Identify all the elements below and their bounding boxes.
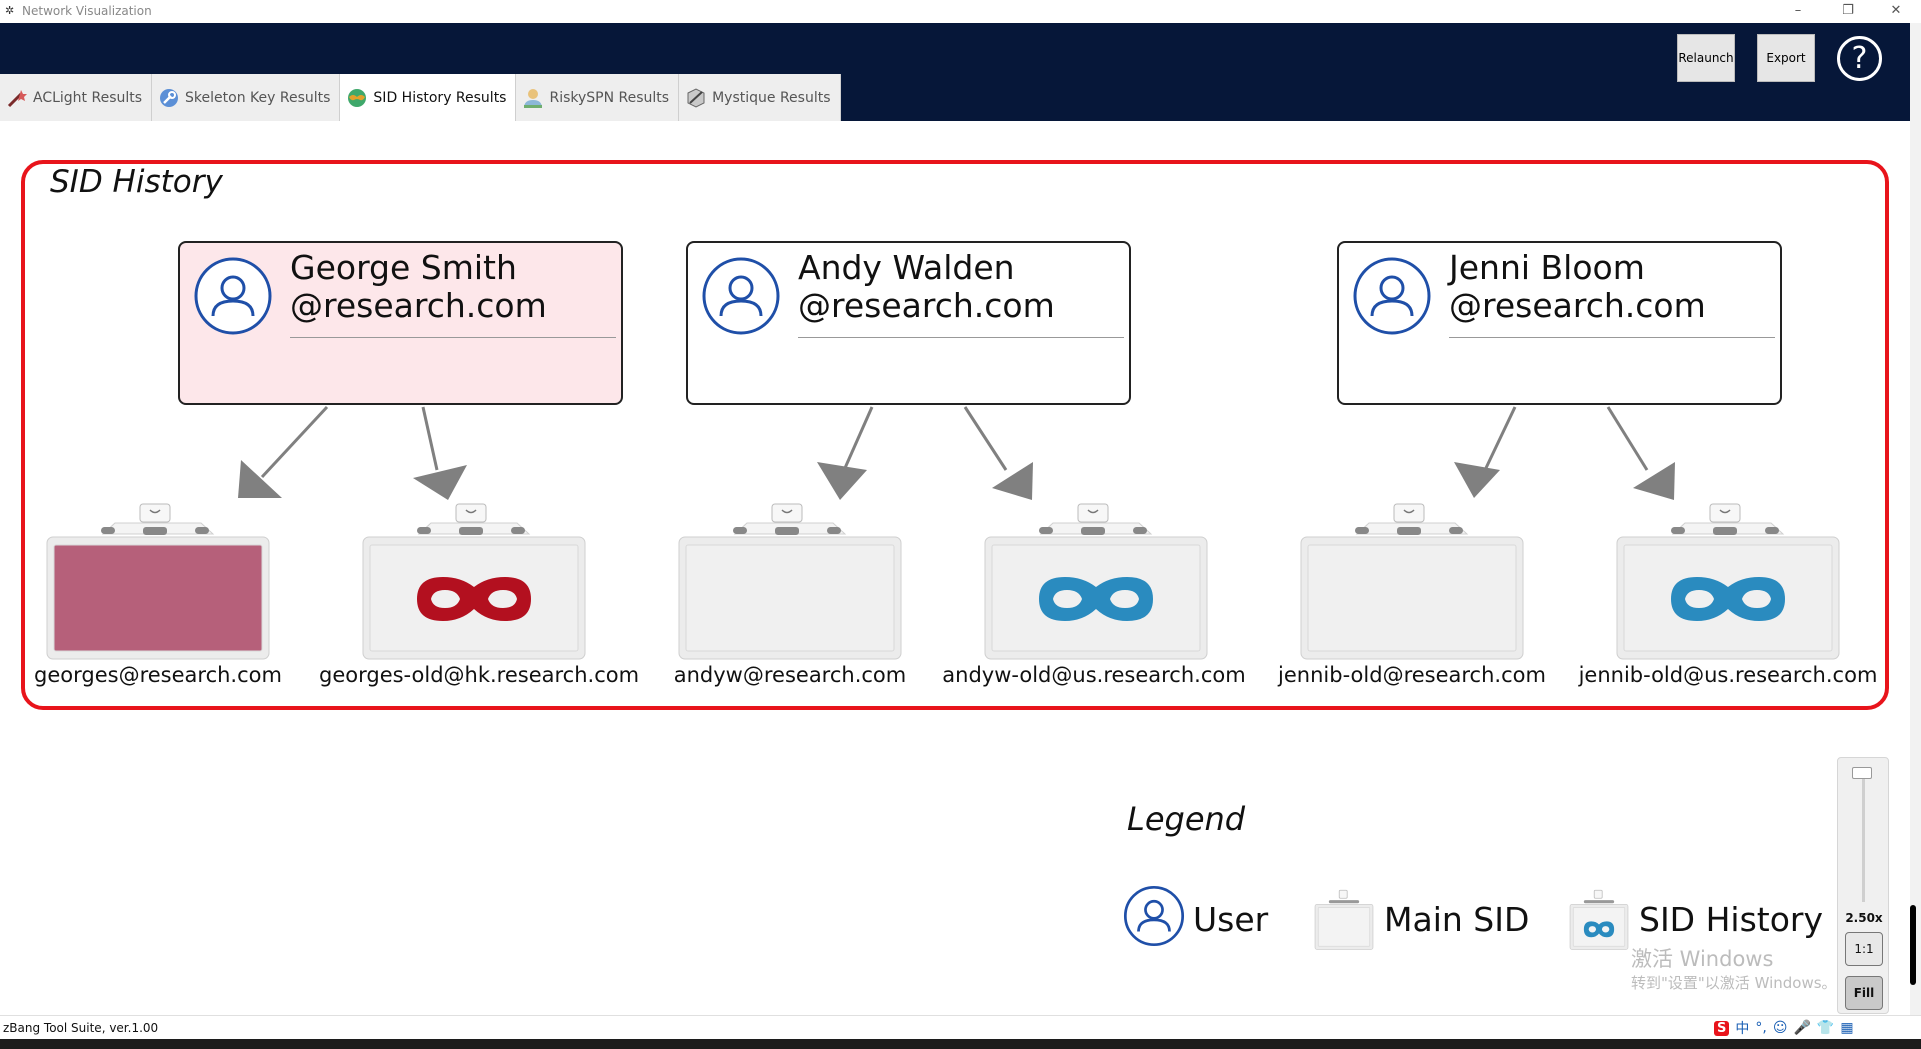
tab-riskyspn[interactable]: RiskySPN Results	[516, 74, 680, 121]
arrow-george-history	[413, 406, 467, 500]
panel-title: SID History	[50, 164, 223, 200]
restore-button[interactable]: ❐	[1842, 3, 1854, 18]
tab-aclight[interactable]: ACLight Results	[0, 74, 153, 121]
user-icon	[194, 257, 272, 335]
sid-label: jennib-old@us.research.com	[1578, 663, 1878, 687]
legend-sid-history-label: SID History	[1639, 900, 1823, 939]
tab-label: Skeleton Key Results	[185, 89, 331, 106]
sid-label: andyw@research.com	[673, 663, 907, 687]
punctuation-icon[interactable]: °,	[1755, 1020, 1767, 1036]
system-tray: S 中 °, ☺ 🎤 👕 ▦	[1714, 1018, 1854, 1038]
legend-user-label: User	[1193, 900, 1269, 939]
mask-globe-icon	[348, 88, 367, 107]
close-button[interactable]: ✕	[1890, 3, 1902, 18]
emoji-icon[interactable]: ☺	[1772, 1020, 1788, 1036]
user-card-andy[interactable]: Andy Walden @research.com	[686, 241, 1131, 405]
sid-label: andyw-old@us.research.com	[942, 663, 1246, 687]
app-icon: ✲	[5, 4, 15, 17]
status-text: zBang Tool Suite, ver.1.00	[3, 1021, 159, 1035]
zoom-control: 2.50x 1:1 Fill	[1837, 757, 1889, 1014]
window-edge	[1910, 23, 1921, 1023]
zoom-one-to-one-button[interactable]: 1:1	[1845, 932, 1883, 966]
user-domain: @research.com	[798, 286, 1055, 325]
microphone-icon[interactable]: 🎤	[1793, 1020, 1811, 1036]
app-header: Relaunch Export ? ACLight Results Skelet…	[0, 23, 1910, 121]
main-sid-badge-icon[interactable]	[1299, 501, 1525, 661]
legend-sid-history-icon	[1569, 889, 1629, 950]
sid-history-badge-icon[interactable]	[361, 501, 587, 661]
arrow-jenni-history	[1606, 406, 1675, 500]
window-title: Network Visualization	[22, 4, 152, 18]
user-name: Andy Walden	[798, 248, 1015, 287]
divider	[1449, 337, 1775, 338]
user-name: George Smith	[290, 248, 517, 287]
key-icon	[160, 88, 179, 107]
arrow-andy-history	[963, 406, 1033, 500]
arrow-jenni-main	[1454, 406, 1517, 498]
wand-icon	[7, 89, 27, 107]
tab-label: RiskySPN Results	[549, 89, 670, 106]
arrow-george-main	[238, 405, 329, 498]
legend-main-sid-icon	[1314, 889, 1374, 950]
tab-sid-history[interactable]: SID History Results	[340, 74, 517, 121]
export-button[interactable]: Export	[1757, 34, 1815, 82]
ime-icon[interactable]: S	[1714, 1020, 1730, 1036]
divider	[798, 337, 1124, 338]
user-card-jenni[interactable]: Jenni Bloom @research.com	[1337, 241, 1782, 405]
activation-watermark-title: 激活 Windows	[1631, 947, 1774, 971]
zoom-slider-thumb[interactable]	[1852, 767, 1872, 779]
main-sid-badge-icon[interactable]	[45, 501, 271, 661]
zoom-slider-track[interactable]	[1862, 772, 1865, 902]
main-sid-badge-icon[interactable]	[677, 501, 903, 661]
arrow-andy-main	[817, 406, 874, 500]
divider	[290, 337, 616, 338]
user-name: Jenni Bloom	[1449, 248, 1645, 287]
activation-watermark-hint: 转到"设置"以激活 Windows。	[1631, 974, 1837, 992]
legend-main-sid-label: Main SID	[1384, 900, 1530, 939]
result-tabs: ACLight Results Skeleton Key Results SID…	[0, 74, 841, 121]
user-domain: @research.com	[1449, 286, 1706, 325]
zoom-level: 2.50x	[1845, 911, 1883, 925]
tab-skeleton-key[interactable]: Skeleton Key Results	[152, 74, 341, 121]
window-resize-handle[interactable]	[1910, 905, 1916, 985]
person-icon	[524, 88, 543, 108]
user-icon	[702, 257, 780, 335]
user-icon	[1353, 257, 1431, 335]
title-bar: ✲ Network Visualization – ❐ ✕	[0, 0, 1921, 23]
toolbox-icon[interactable]: ▦	[1840, 1020, 1854, 1036]
cube-icon	[687, 87, 705, 108]
legend-user-icon	[1123, 885, 1185, 947]
sid-history-panel	[21, 160, 1889, 710]
sid-label: georges-old@hk.research.com	[319, 663, 640, 687]
legend-title: Legend	[1127, 800, 1246, 838]
tab-label: SID History Results	[373, 89, 507, 106]
zoom-fill-button[interactable]: Fill	[1845, 976, 1883, 1010]
minimize-button[interactable]: –	[1794, 3, 1802, 18]
help-icon[interactable]: ?	[1837, 36, 1882, 81]
language-indicator[interactable]: 中	[1735, 1021, 1750, 1037]
skin-icon[interactable]: 👕	[1816, 1020, 1835, 1036]
relaunch-button[interactable]: Relaunch	[1677, 34, 1735, 82]
sid-history-badge-icon[interactable]	[1615, 501, 1841, 661]
user-domain: @research.com	[290, 286, 547, 325]
tab-label: ACLight Results	[33, 89, 143, 106]
tab-label: Mystique Results	[712, 89, 831, 106]
tab-mystique[interactable]: Mystique Results	[679, 74, 841, 121]
status-bar: zBang Tool Suite, ver.1.00 S 中 °, ☺ 🎤 👕 …	[0, 1015, 1921, 1039]
sid-label: georges@research.com	[34, 663, 282, 687]
sid-label: jennib-old@research.com	[1278, 663, 1546, 687]
sid-history-badge-icon[interactable]	[983, 501, 1209, 661]
taskbar	[0, 1039, 1921, 1049]
user-card-george[interactable]: George Smith @research.com	[178, 241, 623, 405]
